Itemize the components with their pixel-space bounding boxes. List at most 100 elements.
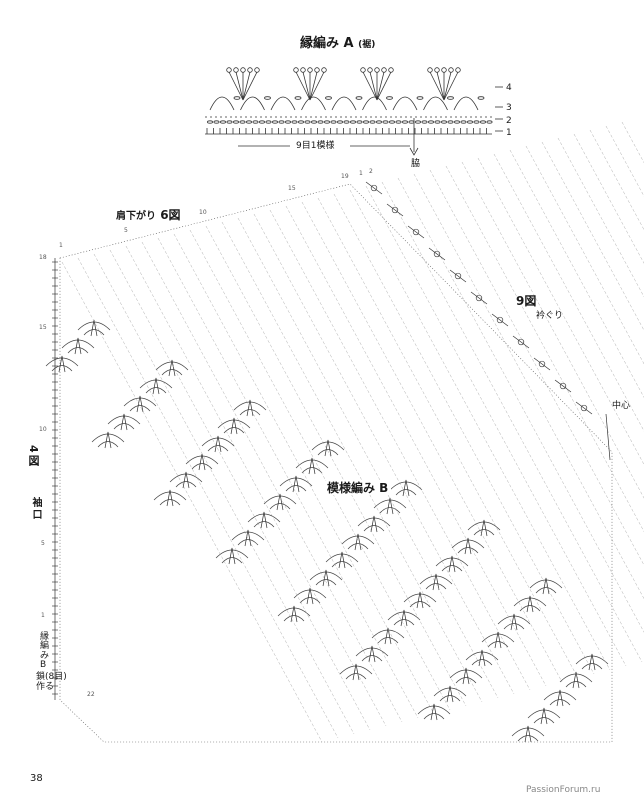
body-outline <box>59 183 613 743</box>
shell-arc <box>409 601 431 608</box>
stitch-column <box>221 221 483 703</box>
leaf-stitch <box>542 577 550 595</box>
shell-arc <box>441 565 463 572</box>
neck-stitch <box>365 181 383 195</box>
leaf-stitch <box>324 439 332 457</box>
edge-a-picot <box>388 67 394 73</box>
shell-arc <box>339 665 373 675</box>
edge-a-chain <box>414 120 421 124</box>
leaf-stitch <box>588 653 596 671</box>
edge-a-chain <box>310 120 317 124</box>
stitch-column <box>509 149 644 398</box>
edge-a-picot <box>374 67 380 73</box>
stitch-column <box>621 121 644 164</box>
chain-label: 鎖(8目)作る <box>36 672 67 693</box>
stitch-column <box>349 189 611 671</box>
edge-a-fan-stitch <box>302 71 311 101</box>
edge-a-picot <box>247 67 253 73</box>
shell-arc <box>145 387 167 394</box>
edge-a-chain <box>258 120 265 124</box>
shell-arc <box>377 637 399 644</box>
edge-a-chain <box>232 120 239 124</box>
shell-arc <box>295 459 329 469</box>
leaf-stitch <box>244 529 252 547</box>
edge-a-chain <box>297 120 304 124</box>
shell-arc <box>379 507 401 514</box>
shoulder-label: 肩下がり 6図 <box>116 209 181 222</box>
stitch-column <box>317 197 579 679</box>
leaf-stitch <box>198 453 206 471</box>
shell-arc <box>535 587 557 594</box>
shell-arc <box>389 481 423 491</box>
shell-arc <box>113 423 135 430</box>
shell-arc <box>559 673 593 683</box>
edge-a-picot <box>367 67 373 73</box>
shell-arc <box>317 449 339 456</box>
edge-a-chain <box>325 96 332 100</box>
edge-a-chain <box>343 120 350 124</box>
stitch-column <box>189 229 451 711</box>
edge-a-chain <box>408 120 415 124</box>
bottom-row-22: 22 <box>87 691 95 698</box>
shell-arc <box>175 481 197 488</box>
center-marker <box>605 413 611 461</box>
neck-stitch <box>428 247 446 261</box>
neck-stitch <box>575 401 593 415</box>
shell-arc <box>513 597 547 607</box>
shell-arc <box>67 347 89 354</box>
leaf-stitch <box>370 515 378 533</box>
neck-picot <box>370 184 378 192</box>
leaf-stitch <box>104 431 112 449</box>
shell-arc <box>487 641 509 648</box>
stitch-column <box>333 193 595 675</box>
neck-stitch <box>533 357 551 371</box>
shell-arc <box>433 687 467 697</box>
edge-a-fan-stitch <box>235 71 244 101</box>
neck-row-1: 1 <box>359 170 363 177</box>
edge-a-chain <box>401 120 408 124</box>
leaf-stitch <box>462 667 470 685</box>
shell-arc <box>185 455 219 465</box>
stitch-column <box>157 237 419 719</box>
leaf-stitch <box>354 533 362 551</box>
edge-a-row-4: 4 <box>506 83 512 93</box>
leaf-stitch <box>446 685 454 703</box>
shell-arc <box>51 365 73 372</box>
leaf-stitch <box>448 555 456 573</box>
edge-a-picot <box>307 67 313 73</box>
stitch-column <box>429 169 644 566</box>
edge-a-chain <box>239 120 246 124</box>
leaf-stitch <box>572 671 580 689</box>
stitch-column <box>269 209 531 691</box>
shell-arc <box>449 669 483 679</box>
shell-arc <box>565 681 587 688</box>
shell-arc <box>61 339 95 349</box>
edge-a-chain <box>466 120 473 124</box>
stitch-column <box>461 161 644 499</box>
shell-arc <box>191 463 213 470</box>
shell-arc <box>503 623 525 630</box>
shell-arc <box>331 561 353 568</box>
edge-a-chain <box>304 120 311 124</box>
stitch-column <box>413 173 644 600</box>
shell-arc <box>373 499 407 509</box>
edge-a-chain <box>206 120 213 124</box>
shell-arc <box>393 619 415 626</box>
shell-arc <box>481 633 515 643</box>
left-row-18: 18 <box>39 254 47 261</box>
neck-picot <box>496 316 504 324</box>
shell-arc <box>581 663 603 670</box>
shell-arc <box>283 615 305 622</box>
shell-arc <box>161 369 183 376</box>
shell-arc <box>341 535 375 545</box>
edge-a-fan-stitch <box>309 71 325 101</box>
edge-a-picot <box>455 67 461 73</box>
edge-a-chain <box>375 120 382 124</box>
edge-a-row-2: 2 <box>506 116 512 126</box>
edge-a-chain <box>477 96 485 100</box>
shoulder-fig: 6図 <box>160 208 181 222</box>
shell-arc <box>159 499 181 506</box>
shell-arc <box>457 547 479 554</box>
shell-arc <box>83 329 105 336</box>
edge-a-fan-stitch <box>369 71 378 101</box>
